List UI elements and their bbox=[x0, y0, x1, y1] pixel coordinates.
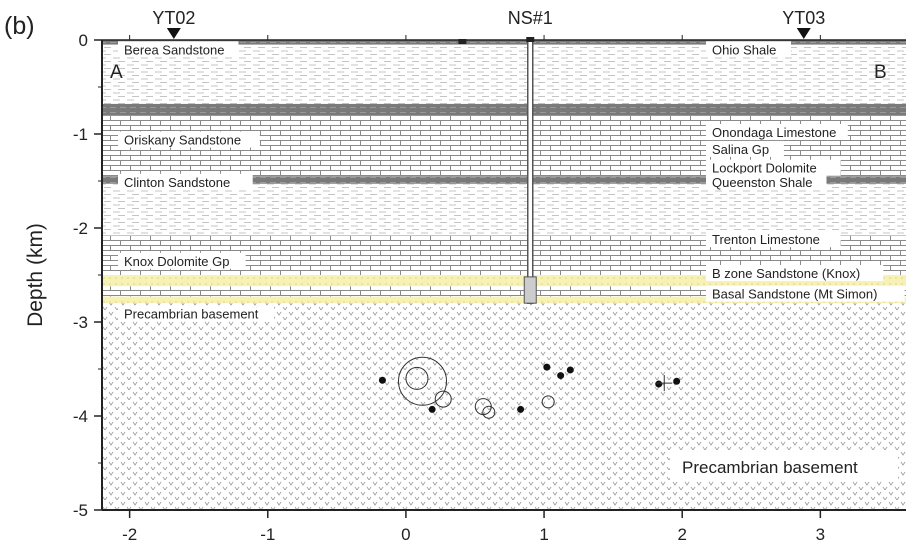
left-label-text-2: Clinton Sandstone bbox=[124, 175, 230, 190]
open-event-5 bbox=[541, 395, 555, 409]
y-tick-label-3: -3 bbox=[73, 313, 88, 332]
right-label-text-4: Queenston Shale bbox=[712, 175, 812, 190]
x-tick-label-3: 1 bbox=[539, 525, 548, 544]
right-formation-label-0: Ohio Shale bbox=[706, 41, 791, 58]
basement-label-box: Precambrian basement bbox=[670, 452, 898, 480]
layer-8 bbox=[102, 286, 906, 297]
right-label-bg-5 bbox=[706, 231, 841, 248]
left-label-text-3: Knox Dolomite Gp bbox=[124, 254, 230, 269]
right-label-text-3: Lockport Dolomite bbox=[712, 161, 817, 176]
right-formation-label-5: Trenton Limestone bbox=[706, 231, 841, 248]
right-label-text-0: Ohio Shale bbox=[712, 42, 776, 57]
left-label-text-1: Oriskany Sandstone bbox=[124, 133, 241, 148]
left-label-bg-1 bbox=[118, 131, 260, 148]
right-label-bg-2 bbox=[706, 140, 784, 157]
x-tick-label-4: 2 bbox=[677, 525, 686, 544]
filled-event-4 bbox=[557, 372, 565, 380]
station-triangle-2 bbox=[796, 28, 811, 39]
seismic-events bbox=[378, 356, 681, 419]
y-axis-title: Depth (km) bbox=[24, 223, 47, 327]
left-label-text-0: Berea Sandstone bbox=[124, 42, 224, 57]
left-label-text-4: Precambrian basement bbox=[124, 306, 259, 321]
right-formation-label-4: Queenston Shale bbox=[706, 173, 827, 190]
right-label-bg-3 bbox=[706, 159, 841, 176]
filled-event-0 bbox=[378, 376, 386, 384]
right-label-text-7: Basal Sandstone (Mt Simon) bbox=[712, 287, 877, 302]
right-label-bg-0 bbox=[706, 41, 791, 58]
left-formation-label-2: Clinton Sandstone bbox=[118, 173, 253, 190]
x-tick-label-2: 0 bbox=[401, 525, 410, 544]
basement-label: Precambrian basement bbox=[682, 458, 858, 477]
open-event-2 bbox=[434, 390, 452, 408]
right-label-bg-7 bbox=[706, 285, 905, 302]
filled-event-1 bbox=[428, 405, 436, 413]
x-tick-label-0: -2 bbox=[122, 525, 137, 544]
left-label-bg-3 bbox=[118, 252, 246, 269]
open-event-0 bbox=[397, 356, 447, 406]
right-formation-label-3: Lockport Dolomite bbox=[706, 159, 841, 176]
left-formation-label-4: Precambrian basement bbox=[118, 305, 274, 322]
well-casing bbox=[526, 39, 534, 304]
y-tick-label-1: -1 bbox=[73, 125, 88, 144]
left-formation-label-0: Berea Sandstone bbox=[118, 41, 239, 58]
right-label-text-5: Trenton Limestone bbox=[712, 232, 820, 247]
left-label-bg-4 bbox=[118, 305, 274, 322]
section-end-label: B bbox=[874, 62, 887, 83]
x-tick-label-1: -1 bbox=[260, 525, 275, 544]
layer-2 bbox=[102, 103, 906, 116]
plot-axes: -2 -1 0 1 2 3 0 -1 -2 -3 -4 -5 YT02 NS#1 YT03 bbox=[73, 8, 906, 544]
y-tick-label-2: -2 bbox=[73, 219, 88, 238]
y-tick-label-0: 0 bbox=[79, 31, 88, 50]
stratigraphy-layers bbox=[102, 40, 906, 510]
panel-label: (b) bbox=[4, 12, 35, 40]
filled-event-7 bbox=[673, 377, 681, 385]
filled-event-2 bbox=[517, 405, 525, 413]
well-name-1: NS#1 bbox=[508, 8, 553, 28]
filled-event-5 bbox=[566, 366, 574, 374]
layer-5 bbox=[102, 183, 906, 236]
section-start-label: A bbox=[110, 62, 123, 83]
layer-9 bbox=[102, 296, 906, 304]
open-event-1 bbox=[405, 366, 429, 390]
right-label-bg-1 bbox=[706, 124, 848, 140]
right-label-text-6: B zone Sandstone (Knox) bbox=[712, 266, 860, 281]
y-tick-label-5: -5 bbox=[73, 501, 88, 520]
layer-4 bbox=[102, 176, 906, 184]
well-open-hole bbox=[523, 276, 537, 304]
left-label-bg-2 bbox=[118, 173, 253, 190]
surface-marker bbox=[458, 39, 467, 44]
open-event-4 bbox=[482, 405, 496, 419]
layer-7 bbox=[102, 275, 906, 287]
filled-event-3 bbox=[543, 363, 551, 371]
right-label-text-1: Onondaga Limestone bbox=[712, 125, 836, 140]
filled-event-6 bbox=[655, 380, 663, 388]
well-name-0: YT02 bbox=[152, 8, 195, 28]
x-tick-label-5: 3 bbox=[816, 525, 825, 544]
right-formation-label-2: Salina Gp bbox=[706, 140, 784, 157]
right-formation-label-1: Onondaga Limestone bbox=[706, 124, 848, 140]
y-tick-label-4: -4 bbox=[73, 407, 88, 426]
right-label-bg-6 bbox=[706, 265, 884, 281]
right-label-bg-4 bbox=[706, 173, 827, 190]
left-formation-label-3: Knox Dolomite Gp bbox=[118, 252, 246, 269]
right-formation-label-7: Basal Sandstone (Mt Simon) bbox=[706, 285, 905, 302]
right-label-text-2: Salina Gp bbox=[712, 142, 769, 157]
station-triangle-0 bbox=[166, 28, 181, 39]
layer-0 bbox=[102, 40, 906, 45]
right-formation-label-6: B zone Sandstone (Knox) bbox=[706, 265, 884, 281]
well-name-2: YT03 bbox=[782, 8, 825, 28]
left-label-bg-0 bbox=[118, 41, 239, 58]
left-formation-label-1: Oriskany Sandstone bbox=[118, 131, 260, 148]
